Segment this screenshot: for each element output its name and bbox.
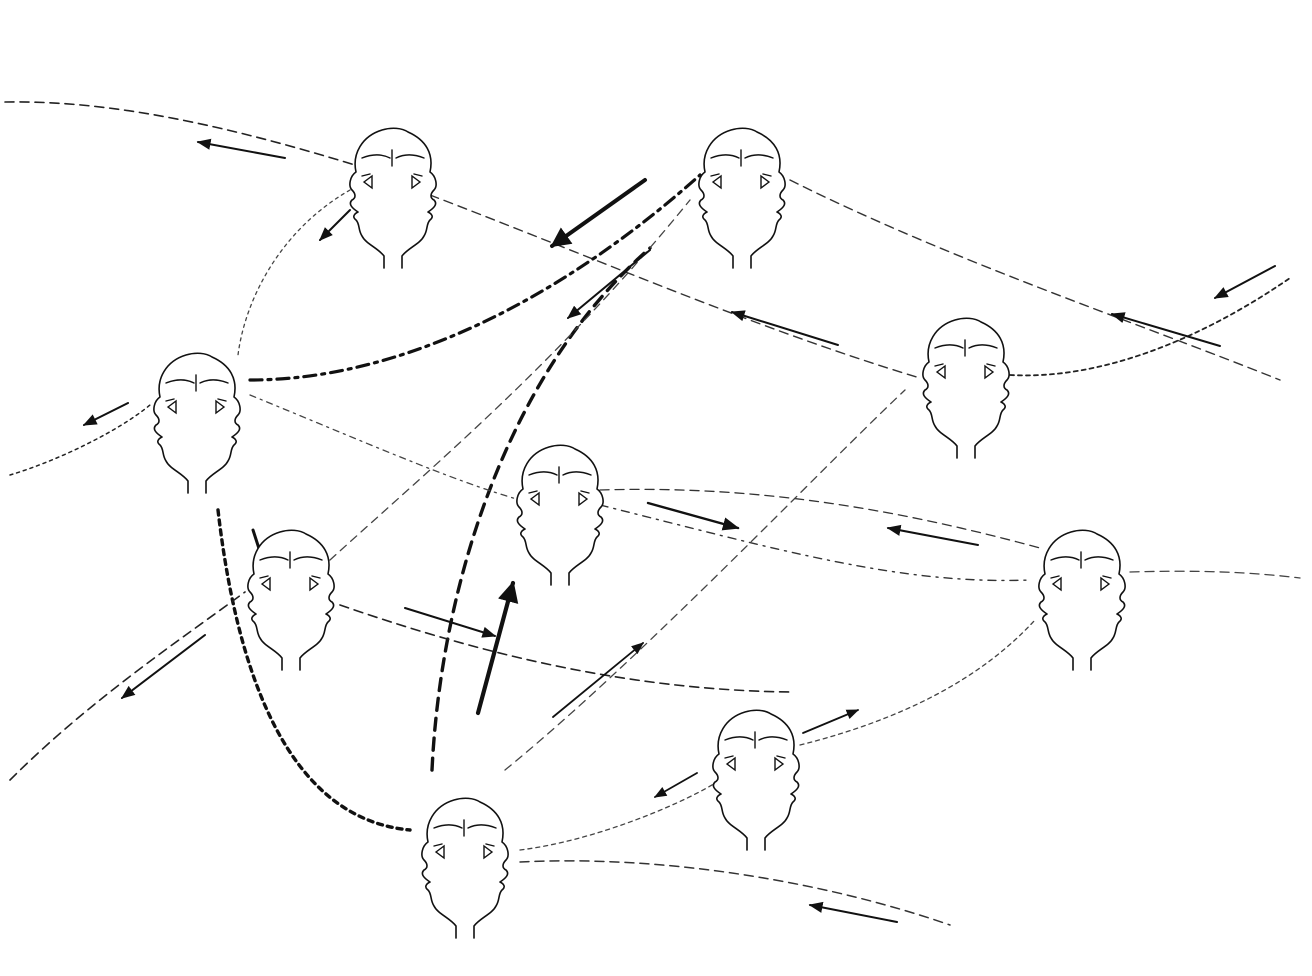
connection-line (237, 189, 351, 356)
connection-line (799, 619, 1036, 746)
two-faced-head-icon (247, 529, 335, 671)
direction-arrow (646, 501, 740, 531)
connection-line (9, 591, 246, 781)
direction-arrow (1110, 312, 1221, 347)
connection-line (4, 101, 356, 166)
two-faced-head-icon (712, 709, 800, 851)
direction-arrow (566, 249, 651, 319)
direction-arrow (550, 178, 647, 248)
direction-arrow (120, 634, 206, 699)
direction-arrow (196, 138, 286, 159)
direction-arrow (475, 580, 519, 716)
connection-line (519, 860, 951, 926)
direction-arrow (653, 772, 698, 798)
direction-arrow (1213, 265, 1276, 299)
direction-arrow (404, 607, 497, 638)
two-faced-head-icon (922, 317, 1010, 459)
two-faced-head-icon (421, 797, 509, 939)
direction-arrow (808, 901, 898, 923)
connection-line (9, 404, 151, 476)
connection-line (504, 389, 906, 771)
two-faced-head-icon (516, 444, 604, 586)
two-faced-head-icon (698, 127, 786, 269)
direction-arrow (82, 402, 129, 426)
connection-line (329, 199, 691, 561)
direction-arrow (730, 310, 839, 346)
direction-arrow (802, 709, 860, 734)
direction-arrow (319, 209, 351, 241)
connection-line (430, 246, 652, 772)
connection-line (599, 504, 1031, 582)
connection-line (429, 194, 921, 379)
connection-line (339, 604, 791, 693)
two-faced-head-icon (1038, 529, 1126, 671)
connection-line (599, 488, 1041, 549)
connection-line (216, 508, 412, 832)
connection-line (789, 179, 1281, 381)
connection-line (248, 173, 702, 382)
connection-line (1009, 277, 1291, 377)
two-faced-head-icon (349, 127, 437, 269)
connection-line (1129, 570, 1301, 579)
direction-arrow (886, 524, 979, 546)
two-faced-head-icon (153, 352, 241, 494)
connection-line (519, 779, 721, 851)
direction-arrow (552, 642, 644, 718)
connection-line (249, 394, 521, 501)
